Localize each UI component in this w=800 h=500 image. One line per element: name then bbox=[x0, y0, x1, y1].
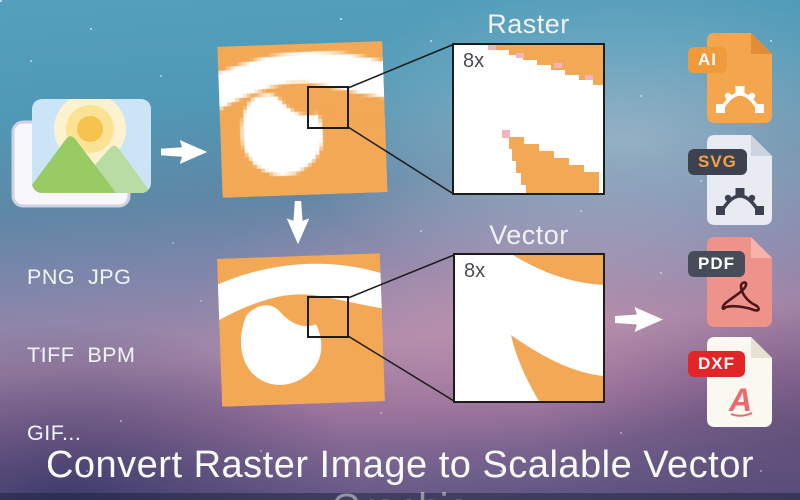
page-fold bbox=[751, 237, 772, 258]
photo-front-card bbox=[32, 99, 151, 193]
page-title: Convert Raster Image to Scalable Vector … bbox=[45, 444, 755, 500]
arrow-right-icon bbox=[615, 307, 663, 332]
raster-zoom-box: 8x bbox=[452, 43, 605, 195]
sun-icon bbox=[77, 116, 103, 142]
file-icon-pdf: PDF bbox=[688, 234, 778, 330]
page-fold bbox=[751, 33, 772, 54]
page-fold bbox=[751, 135, 772, 156]
file-icon-ai: AI bbox=[688, 30, 778, 126]
format-badge: AI bbox=[688, 47, 727, 74]
svg-text:A: A bbox=[728, 382, 752, 418]
photo-image-icon bbox=[11, 99, 151, 208]
format-badge: SVG bbox=[688, 149, 747, 176]
bezier-curve-icon bbox=[716, 188, 764, 215]
format-line: PNG JPG bbox=[27, 265, 132, 289]
raster-zoom-factor: 8x bbox=[463, 50, 485, 72]
format-line: GIF... bbox=[27, 421, 82, 445]
raster-image bbox=[217, 41, 388, 198]
raster-zoom-detail bbox=[488, 45, 603, 193]
input-format-list: PNG JPG TIFF BPM GIF... bbox=[27, 212, 135, 498]
vector-zoom-factor: 8x bbox=[464, 260, 486, 282]
page-fold bbox=[751, 337, 772, 358]
vector-image bbox=[217, 253, 385, 407]
vector-panel-title: Vector bbox=[489, 220, 569, 250]
mountain-left bbox=[32, 136, 116, 193]
format-badge: PDF bbox=[688, 251, 745, 278]
autocad-a-icon: A bbox=[728, 382, 753, 418]
bottom-strip bbox=[0, 493, 800, 500]
bezier-curve-icon bbox=[716, 86, 764, 113]
vector-zoom-box: 8x bbox=[453, 253, 605, 403]
acrobat-icon bbox=[721, 281, 760, 312]
raster-panel-title: Raster bbox=[487, 9, 570, 39]
vector-zoom-detail bbox=[511, 255, 603, 401]
format-badge: DXF bbox=[688, 351, 745, 378]
star-dots bbox=[0, 0, 2, 2]
format-line: TIFF BPM bbox=[27, 343, 136, 367]
arrow-down-icon bbox=[286, 201, 310, 245]
file-icon-dxf: A DXF bbox=[688, 334, 778, 430]
file-icon-svg: SVG bbox=[688, 132, 778, 228]
arrow-right-icon bbox=[161, 140, 208, 164]
